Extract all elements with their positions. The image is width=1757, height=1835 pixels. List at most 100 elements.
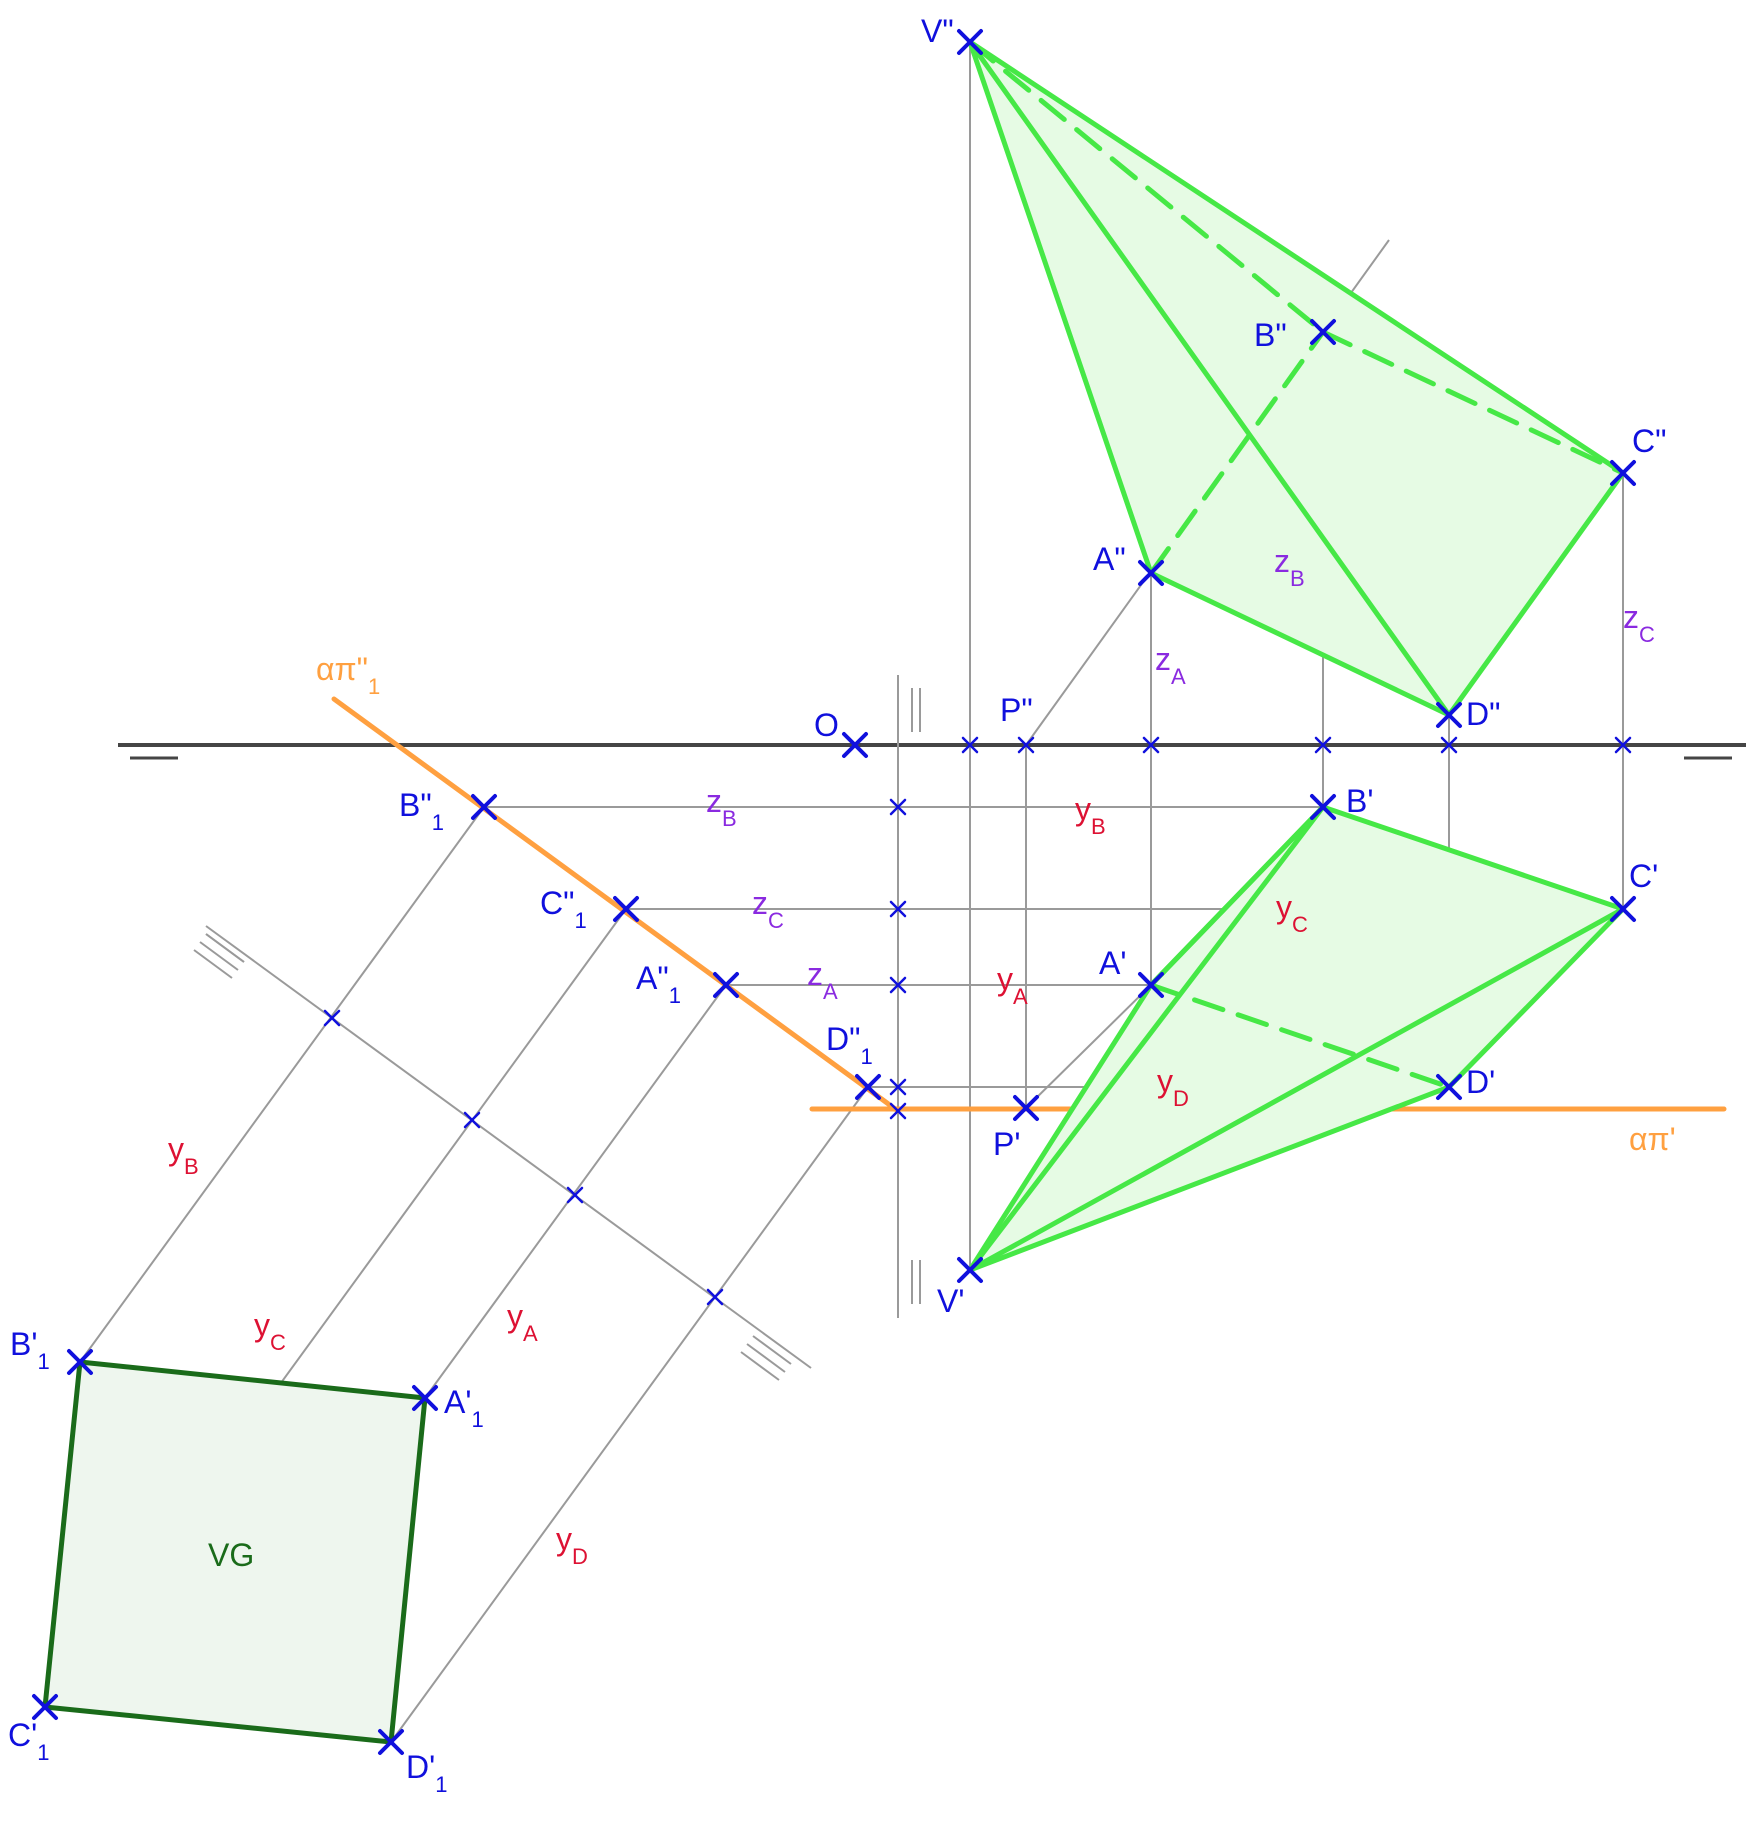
construction-marker (1440, 736, 1458, 754)
label-d-plan: D' (1466, 1064, 1495, 1100)
construction-marker (1614, 736, 1632, 754)
label-v-elevation: V" (921, 13, 954, 49)
y-a-label-plan: yA (997, 961, 1028, 1009)
pyramid-plan (967, 804, 1626, 1273)
c-plan-marker (1610, 896, 1636, 922)
a-elevation-1-marker (713, 972, 739, 998)
construction-marker (1142, 736, 1160, 754)
true-shape-label: VG (208, 1537, 254, 1573)
label-d-elevation: D" (1466, 696, 1500, 732)
aux-line-mark (746, 1343, 786, 1373)
y-c-label-true-shape: yC (254, 1307, 286, 1355)
hidden-edge-v-b-elevation (967, 39, 1326, 335)
label-b-plan-1: B'1 (10, 1326, 50, 1374)
aux-line-mark (193, 949, 233, 979)
label-a-plan-1: A'1 (444, 1384, 484, 1432)
hidden-edge-a-b-elevation (1148, 329, 1326, 576)
label-c-elevation-1: C"1 (540, 885, 587, 933)
d-plan-marker (1436, 1074, 1462, 1100)
projector-b-aux (79, 806, 485, 1363)
construction-marker (889, 798, 907, 816)
v-plan-marker (957, 1257, 983, 1283)
c-plan-1-marker (32, 1694, 58, 1720)
line-a-to-p (1025, 984, 1152, 1109)
plan-silhouette (967, 804, 1626, 1273)
d-elevation-1-marker (855, 1074, 881, 1100)
b-plan-marker (1310, 794, 1336, 820)
z-a-label-transfer: zA (807, 956, 838, 1004)
y-d-label-plan: yD (1157, 1063, 1189, 1111)
c-elevation-1-marker (613, 896, 639, 922)
construction-marker (1017, 736, 1035, 754)
plane-trace-auxiliary (331, 696, 901, 1114)
b-elevation-marker (1310, 319, 1336, 345)
d-plan-1-marker (378, 1729, 404, 1755)
y-d-label-true-shape: yD (556, 1521, 588, 1569)
a-plan-1-marker (412, 1385, 438, 1411)
construction-markers (323, 736, 1632, 1306)
aux-line-mark (740, 1351, 780, 1381)
label-a-elevation: A" (1093, 541, 1126, 577)
b-plan-1-marker (67, 1349, 93, 1375)
z-b-label-transfer: zB (706, 783, 737, 831)
edge-a-b-plan (1148, 804, 1326, 988)
edge-v-d-elevation (967, 39, 1452, 718)
auxiliary-ground-line (205, 925, 812, 1369)
z-c-label-elevation: zC (1623, 599, 1655, 647)
aux-line-mark (199, 941, 239, 971)
elevation-silhouette (967, 39, 1626, 718)
label-d-elevation-1: D"1 (826, 1021, 873, 1069)
label-b-elevation-1: B"1 (399, 787, 444, 835)
construction-marker (961, 736, 979, 754)
label-d-plan-1: D'1 (406, 1749, 447, 1797)
measure-labels: zB zC zA zB zC zA yB yC yA yD yB yC yA y… (168, 543, 1655, 1569)
point-labels: V" B" C" A" D" O P" B' C' A' D' P' V' B"… (8, 13, 1666, 1797)
edge-v-b-plan (967, 804, 1326, 1273)
y-b-label-plan: yB (1075, 791, 1106, 839)
projector-d-aux (390, 1086, 869, 1743)
construction-marker (1314, 736, 1332, 754)
z-a-label-elevation: zA (1155, 641, 1186, 689)
b-elevation-1-marker (471, 794, 497, 820)
y-a-label-true-shape: yA (507, 1298, 538, 1346)
p-plan-marker (1013, 1095, 1039, 1121)
point-markers (32, 29, 1636, 1755)
plane-trace-plan-label: απ' (1629, 1121, 1676, 1157)
v-elevation-marker (957, 29, 983, 55)
origin-marker (842, 732, 868, 758)
aux-line-mark (752, 1335, 792, 1365)
label-c-plan-1: C'1 (8, 1717, 49, 1765)
label-p-plan: P' (993, 1126, 1020, 1162)
label-v-plan: V' (937, 1283, 964, 1319)
label-c-elevation: C" (1632, 423, 1666, 459)
label-origin: O (814, 707, 839, 743)
construction-marker (889, 900, 907, 918)
hidden-edge-b-c-elevation (1320, 329, 1626, 476)
a-elevation-marker (1138, 560, 1164, 586)
projector-a-aux (424, 984, 727, 1399)
label-p-elevation: P" (1000, 692, 1033, 728)
edge-v-c-plan (967, 906, 1626, 1273)
a-plan-marker (1138, 972, 1164, 998)
label-a-elevation-1: A"1 (636, 960, 681, 1008)
aux-line-mark (205, 933, 245, 963)
construction-marker (889, 1102, 907, 1120)
construction-marker (706, 1288, 724, 1306)
z-b-label-elevation: zB (1274, 543, 1305, 591)
z-c-label-transfer: zC (752, 885, 784, 933)
label-c-plan: C' (1629, 858, 1658, 894)
pyramid-elevation (967, 39, 1626, 718)
plane-trace-auxiliary-label: απ"1 (316, 651, 380, 699)
hidden-edge-a-d-plan (1148, 982, 1452, 1090)
construction-marker (463, 1111, 481, 1129)
construction-marker (889, 1078, 907, 1096)
d-elevation-marker (1436, 702, 1462, 728)
label-a-plan: A' (1099, 945, 1126, 981)
c-elevation-marker (1610, 460, 1636, 486)
trace-labels: απ"1 απ' (316, 651, 1676, 1157)
construction-marker (566, 1186, 584, 1204)
label-b-elevation: B" (1254, 317, 1287, 353)
construction-marker (889, 976, 907, 994)
y-c-label-plan: yC (1276, 889, 1308, 937)
